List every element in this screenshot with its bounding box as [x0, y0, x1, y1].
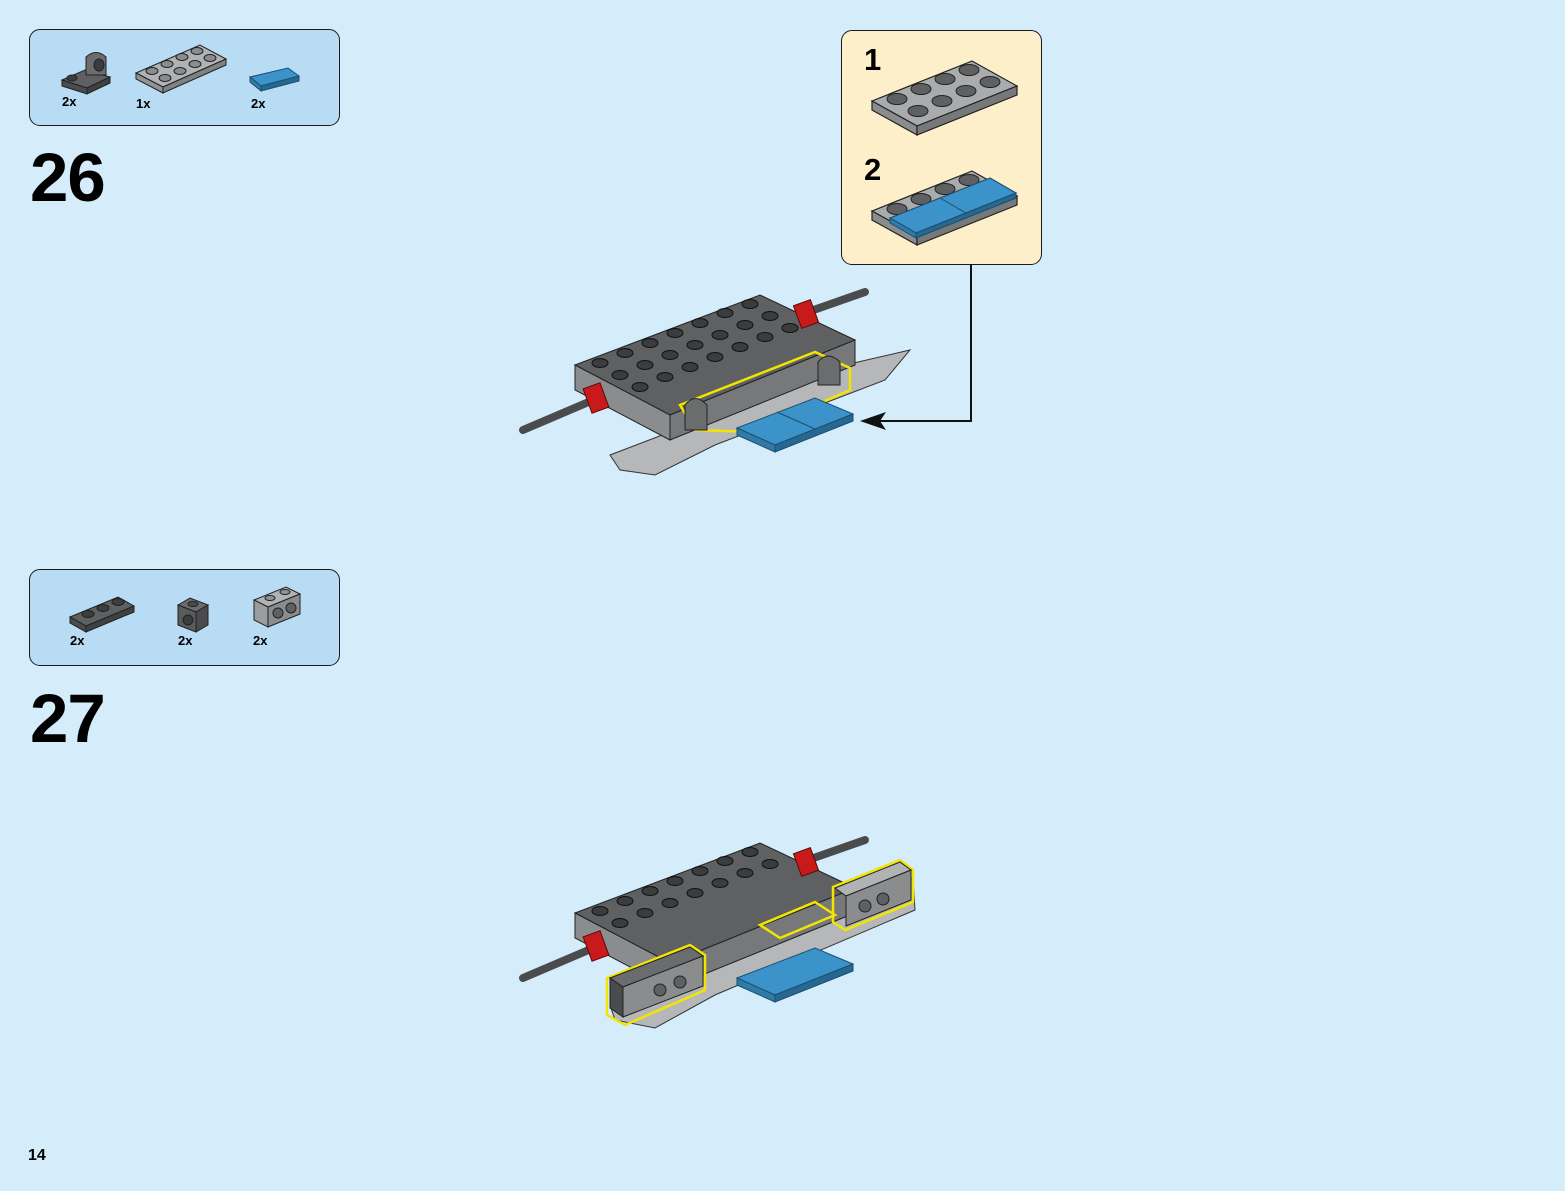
part-qty: 1x	[136, 96, 150, 111]
vehicle-with-side-bricks-icon	[515, 830, 925, 1040]
step-number: 26	[30, 143, 105, 212]
blue-tile-1x2-icon	[250, 68, 299, 91]
dark-gray-plate-1x3-icon	[70, 597, 134, 632]
part-qty: 2x	[62, 94, 76, 109]
plate-with-blue-tiles-icon	[872, 171, 1017, 245]
part-qty: 2x	[251, 96, 265, 111]
subassembly-illustrations	[842, 31, 1042, 264]
parts-illustrations	[30, 30, 341, 127]
part-qty: 2x	[253, 633, 267, 648]
gray-plate-2x4-icon	[872, 61, 1017, 135]
step-number: 27	[30, 684, 105, 753]
vehicle-chassis-assembly-icon	[515, 280, 925, 490]
light-gray-plate-2x4-icon	[136, 45, 226, 93]
part-qty: 2x	[70, 633, 84, 648]
light-gray-brick-1x2-two-studs-side-icon	[254, 587, 300, 627]
part-qty: 2x	[178, 633, 192, 648]
subassembly-callout: 1 2	[841, 30, 1042, 265]
dark-gray-plate-with-pin-hole-icon	[62, 53, 110, 95]
dark-gray-brick-with-stud-on-side-icon	[178, 598, 208, 632]
parts-list-step-27: 2x 2x 2x	[29, 569, 340, 666]
parts-illustrations	[30, 570, 341, 667]
parts-list-step-26: 2x 1x 2x	[29, 29, 340, 126]
page-number: 14	[28, 1147, 46, 1165]
